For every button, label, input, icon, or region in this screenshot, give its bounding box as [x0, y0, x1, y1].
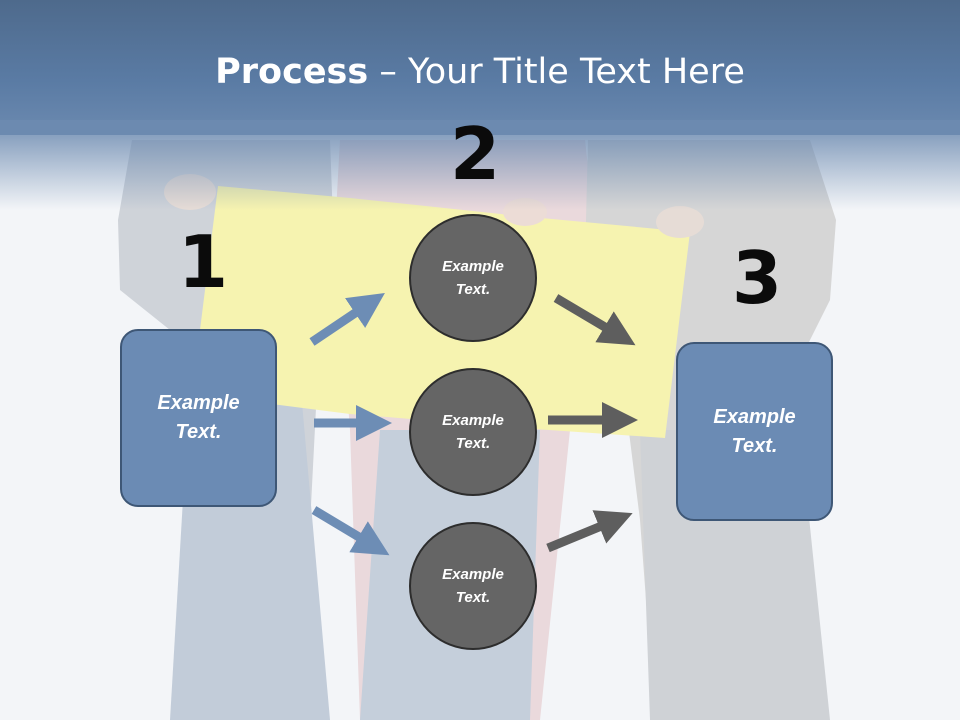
step-number-2: 2	[450, 112, 501, 196]
circle-top[interactable]: Example Text.	[409, 214, 537, 342]
right-box-text: Example Text.	[713, 405, 796, 457]
arrow-left-to-bottom	[311, 506, 390, 556]
step-number-3: 3	[732, 236, 783, 320]
circle-middle-text: Example Text.	[442, 412, 504, 452]
left-box-text: Example Text.	[157, 392, 240, 443]
arrow-bottom-to-right	[546, 510, 633, 553]
slide-title: Process – Your Title Text Here	[0, 52, 960, 92]
arrow-left-to-top	[309, 292, 385, 346]
title-bold: Process	[215, 52, 369, 92]
right-box[interactable]: Example Text.	[676, 342, 833, 521]
title-rest: – Your Title Text Here	[368, 52, 745, 92]
header-band	[0, 0, 960, 135]
circle-bottom-text: Example Text.	[442, 566, 504, 606]
left-box[interactable]: Example Text.	[120, 329, 277, 507]
header-fade	[0, 120, 960, 210]
step-number-1: 1	[178, 220, 229, 304]
arrow-top-to-right	[553, 294, 636, 346]
circle-top-text: Example Text.	[442, 258, 504, 298]
circle-bottom[interactable]: Example Text.	[409, 522, 537, 650]
circle-middle[interactable]: Example Text.	[409, 368, 537, 496]
